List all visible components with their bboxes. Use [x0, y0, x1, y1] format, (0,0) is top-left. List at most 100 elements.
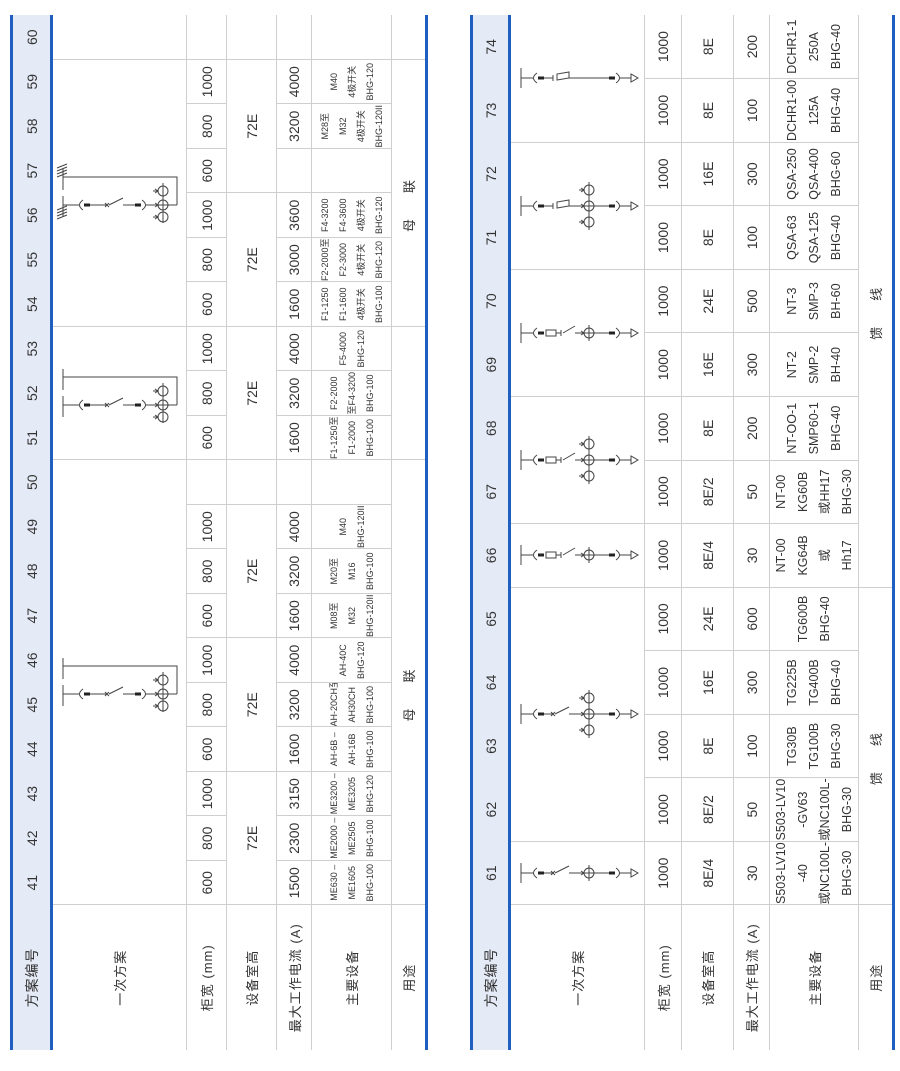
cabinet-width-cell: 1000: [644, 650, 682, 715]
compartment-height-cell: 8E: [681, 396, 734, 461]
scheme-no-cell: 41: [11, 860, 52, 905]
cabinet-width-cell: 1000: [186, 59, 227, 104]
scheme-no-cell: 59: [11, 59, 52, 104]
compartment-height-cell: 24E: [681, 587, 734, 651]
equipment-line: 4极开关: [346, 65, 357, 98]
compartment-height-cell: 16E: [681, 650, 734, 715]
feeder-fuse-1ct-diagram-icon: [520, 545, 639, 566]
equipment-line: TG225B: [785, 659, 799, 706]
compartment-height-label: 设备室高: [226, 905, 277, 1050]
cabinet-width-cell: 800: [186, 816, 227, 861]
max-current-cell: 500: [733, 269, 770, 333]
scheme-no-cell: 66: [471, 523, 510, 588]
scheme-no-cell: 43: [11, 771, 52, 816]
scheme-no-cell: 54: [11, 282, 52, 327]
equipment-line: SMP60-1: [807, 402, 821, 455]
cabinet-width-cell: 800: [186, 682, 227, 727]
equipment-line: BHG-120: [355, 641, 366, 680]
cabinet-width-cell: 1000: [644, 587, 682, 651]
equipment-line: NT-00: [774, 538, 788, 573]
usage-cell: [391, 15, 427, 60]
cabinet-width-label: 柜宽 (mm): [186, 905, 227, 1050]
max-current-cell: 4000: [276, 638, 312, 683]
usage-cell: 馈线: [858, 15, 894, 588]
feeder-knife-0ct-diagram-icon: [520, 68, 639, 89]
equipment-line: BHG-40: [829, 659, 843, 706]
max-current-cell: 1600: [276, 727, 312, 772]
cabinet-width-cell: 600: [186, 148, 227, 193]
equipment-line: NT-2: [785, 351, 799, 379]
scheme-no-cell: 60: [11, 15, 52, 60]
primary-scheme-cell: [509, 15, 645, 143]
scheme-no-cell: 69: [471, 332, 510, 397]
max-current-cell: 300: [733, 332, 770, 397]
equipment-line: F1-1250: [319, 287, 330, 322]
equipment-line: F4-3200: [319, 198, 330, 233]
max-current-cell: 3200: [276, 549, 312, 594]
compartment-height-cell: 8E/2: [681, 777, 734, 842]
equipment-line: S503-LV10: [774, 778, 788, 841]
equipment-line: KG60B: [796, 471, 810, 512]
max-current-cell: 4000: [276, 326, 312, 371]
usage-label: 用途: [391, 905, 427, 1050]
scheme-no-cell: 53: [11, 326, 52, 371]
main-equipment-label: 主要设备: [311, 905, 392, 1050]
max-current-cell: 30: [733, 523, 770, 588]
cabinet-width-cell: 600: [186, 282, 227, 327]
primary-scheme-cell: [51, 326, 187, 460]
scheme-no-cell: 49: [11, 504, 52, 549]
cabinet-width-cell: 1000: [186, 638, 227, 683]
max-current-cell: 1600: [276, 415, 312, 460]
scheme-no-cell: 46: [11, 638, 52, 683]
equipment-line: BHG-120: [373, 240, 384, 279]
cabinet-width-cell: 1000: [186, 771, 227, 816]
scheme-no-cell: 52: [11, 371, 52, 416]
compartment-height-cell: 72E: [226, 193, 277, 327]
cabinet-width-cell: 1000: [644, 332, 682, 397]
main-equipment-cell: [311, 15, 392, 60]
equipment-line: 250A: [807, 31, 821, 62]
max-current-cell: 3200: [276, 371, 312, 416]
feeder-breaker-1ct-diagram-icon: [520, 863, 639, 884]
equipment-line: AH-6B –: [328, 732, 339, 767]
main-equipment-cell: [311, 148, 392, 193]
equipment-line: BHG-60: [829, 151, 843, 197]
equipment-line: S503-LV10: [774, 842, 788, 905]
primary-scheme-cell: [509, 587, 645, 842]
max-current-cell: 1500: [276, 860, 312, 905]
max-current-cell: 3000: [276, 237, 312, 282]
equipment-line: BH-60: [829, 283, 843, 319]
equipment-line: QSA-63: [785, 215, 799, 260]
max-current-cell: 600: [733, 587, 770, 651]
compartment-height-cell: 8E: [681, 714, 734, 778]
primary-scheme-label: 一次方案: [51, 905, 187, 1050]
equipment-line: TG100B: [807, 722, 821, 770]
equipment-line: F2-2000至: [319, 238, 330, 282]
max-current-cell: 300: [733, 142, 770, 206]
cabinet-width-cell: 800: [186, 237, 227, 282]
cabinet-width-cell: 1000: [644, 269, 682, 333]
scheme-no-cell: 50: [11, 460, 52, 505]
equipment-line: M28至: [319, 113, 330, 140]
equipment-line: F4-3600: [337, 198, 348, 233]
cabinet-width-cell: 1000: [644, 841, 682, 905]
equipment-line: BHG-40: [829, 405, 843, 451]
cabinet-width-cell: 1000: [644, 460, 682, 524]
cabinet-width-cell: 600: [186, 415, 227, 460]
equipment-line: 4极开关: [355, 199, 366, 232]
compartment-height-cell: 72E: [226, 638, 277, 772]
max-current-cell: 1600: [276, 593, 312, 638]
scheme-no-cell: 55: [11, 237, 52, 282]
scheme-no-cell: 74: [471, 15, 510, 79]
feeder-fuse-3ct-diagram-icon: [520, 436, 639, 485]
max-current-label: 最大工作电流 (A): [733, 904, 770, 1050]
primary-scheme-cell: [509, 841, 645, 905]
